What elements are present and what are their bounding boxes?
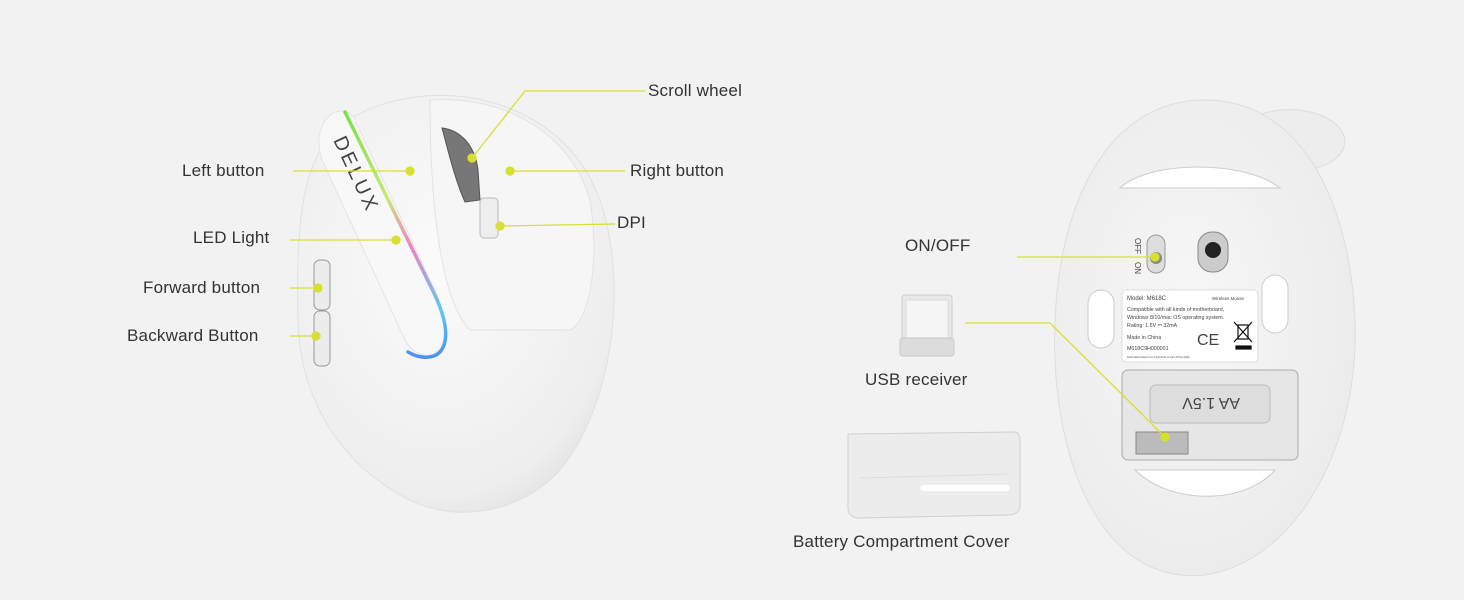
forward-button [313,259,331,311]
label-dpi: DPI [617,213,646,232]
callout-dpi [499,223,616,227]
label-usb-receiver: USB receiver [865,370,968,389]
callout-lines [290,90,1170,442]
glide-pad-top [1118,166,1282,189]
switch-off-label: OFF [1133,238,1142,254]
mouse-bottom-view: OFF ON Model: M618C Wireless Mouse Compa… [1054,99,1356,577]
info-sticker: Model: M618C Wireless Mouse Compatible w… [1121,289,1259,363]
glide-pad-bottom [1133,469,1277,497]
svg-text:Compatible with all kinds of m: Compatible with all kinds of motherboard… [1127,307,1224,313]
led-light-strip [343,110,448,359]
svg-text:Rating: 1.5V ⎓ 32mA: Rating: 1.5V ⎓ 32mA [1127,323,1178,329]
dpi-button [479,197,499,239]
weee-bin-icon [1233,321,1253,350]
battery-compartment-cover [847,431,1021,519]
switch-on-label: ON [1133,262,1142,274]
receiver-slot [1135,431,1189,455]
label-scroll-wheel: Scroll wheel [648,81,743,100]
label-on-off: ON/OFF [905,236,971,255]
label-right-button: Right button [630,161,725,180]
svg-text:Windows 8/10/mac OS operating: Windows 8/10/mac OS operating system. [1127,315,1224,321]
label-left-button: Left button [182,161,265,180]
callout-scroll-wheel [471,90,645,159]
label-battery-cover: Battery Compartment Cover [793,532,1010,551]
label-backward-button: Backward Button [127,326,259,345]
svg-text:Made in China: Made in China [1127,335,1161,341]
svg-text:Hold side buttons for 3 second: Hold side buttons for 3 seconds to turn … [1127,355,1190,359]
callout-usb-receiver [965,322,1166,438]
svg-text:M618C9H000001: M618C9H000001 [1127,346,1169,352]
usb-receiver [899,294,955,357]
glide-pad-left [1087,289,1115,349]
label-led-light: LED Light [193,228,270,247]
ce-mark: CE [1197,332,1219,349]
svg-text:Model: M618C: Model: M618C [1127,296,1167,302]
label-forward-button: Forward button [143,278,261,297]
battery-marking: AA 1.5V [1182,394,1240,411]
svg-text:Wireless Mouse: Wireless Mouse [1212,296,1245,301]
glide-pad-right [1261,274,1289,334]
mouse-side-view: DELUX [297,95,615,513]
